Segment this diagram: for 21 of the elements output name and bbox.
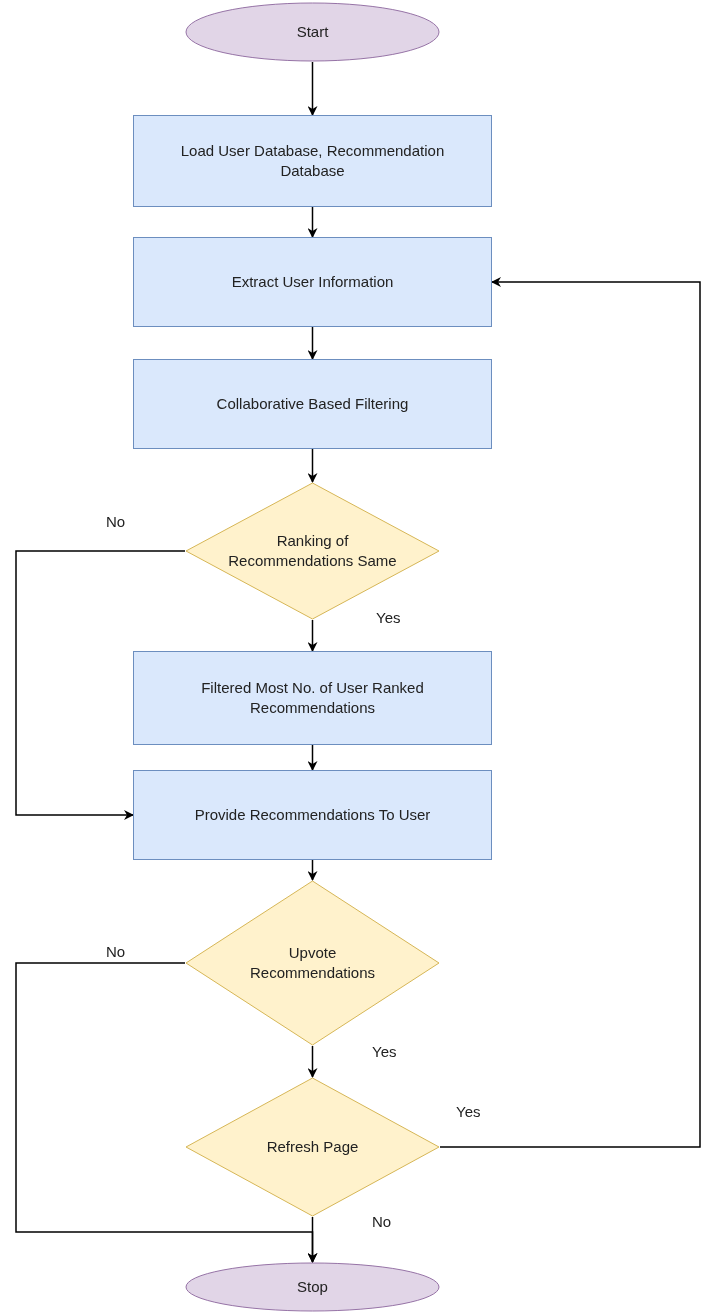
arrow — [307, 1045, 318, 1078]
arrow — [307, 859, 318, 881]
node-label: Load User Database, Recommendation Database — [179, 141, 446, 181]
node-label: Extract User Information — [231, 272, 394, 292]
arrow — [307, 448, 318, 483]
arrow — [307, 1216, 318, 1263]
arrow — [307, 326, 318, 360]
arrow — [307, 61, 318, 116]
node-label: Stop — [297, 1277, 328, 1297]
node-label: Ranking of Recommendations Same — [227, 531, 398, 571]
node-label: Refresh Page — [266, 1137, 359, 1157]
arrow — [307, 206, 318, 238]
node-label: Filtered Most No. of User Ranked Recommendations — [200, 678, 425, 718]
arrow — [307, 619, 318, 652]
node-label: Collaborative Based Filtering — [216, 394, 409, 414]
node-label: Start — [296, 22, 329, 42]
arrow — [439, 277, 701, 1148]
node-label: Provide Recommendations To User — [194, 805, 431, 825]
arrow — [307, 744, 318, 771]
arrow — [15, 550, 186, 820]
node-label: Upvote Recommendations — [248, 943, 377, 983]
